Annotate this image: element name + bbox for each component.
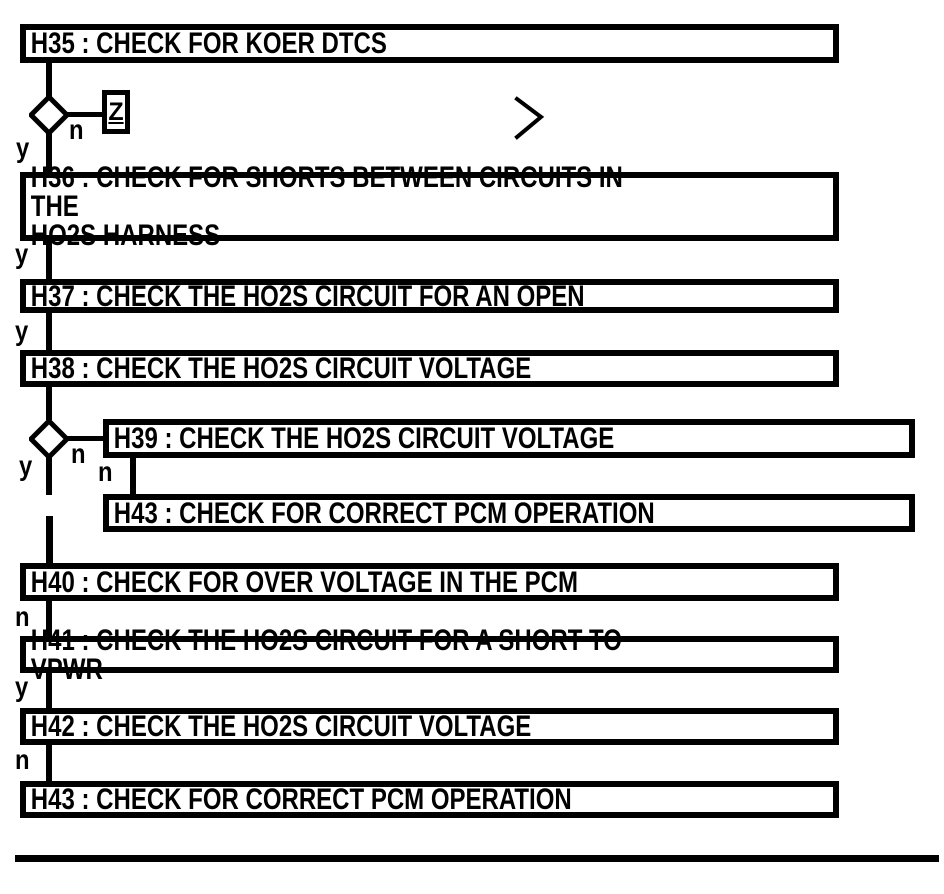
flow-node-label: H39 : CHECK THE HO2S CIRCUIT VOLTAGE [113, 422, 615, 455]
flow-node-label: H35 : CHECK FOR KOER DTCS [30, 27, 387, 60]
connector-line [46, 241, 52, 279]
connector-line [46, 745, 52, 781]
flow-node-h37: H37 : CHECK THE HO2S CIRCUIT FOR AN OPEN [20, 279, 839, 313]
flow-node-label: H43 : CHECK FOR CORRECT PCM OPERATION [113, 496, 655, 530]
branch-label-no: n [71, 438, 86, 469]
flow-node-h38: H38 : CHECK THE HO2S CIRCUIT VOLTAGE [20, 350, 839, 387]
flow-node-label: H36 : CHECK FOR SHORTS BETWEEN CIRCUITS … [30, 161, 623, 252]
connector-line [46, 457, 52, 495]
offpage-connector-label: Z [108, 97, 124, 126]
connector-line [130, 458, 136, 494]
connector-line [46, 673, 52, 708]
flow-node-h43-upper: H43 : CHECK FOR CORRECT PCM OPERATION [103, 494, 915, 532]
flow-node-label: H42 : CHECK THE HO2S CIRCUIT VOLTAGE [30, 710, 532, 743]
branch-label-yes: y [15, 671, 29, 702]
connector-line [46, 387, 52, 420]
offpage-connector-z: Z [102, 90, 130, 134]
branch-label-yes: y [15, 238, 29, 269]
flow-node-h43-lower: H43 : CHECK FOR CORRECT PCM OPERATION [20, 781, 839, 818]
connector-line [46, 132, 52, 172]
branch-label-no: n [69, 114, 84, 145]
flow-node-label: H43 : CHECK FOR CORRECT PCM OPERATION [30, 783, 572, 816]
connector-line [67, 436, 104, 441]
branch-label-yes: y [15, 315, 29, 346]
flow-node-h42: H42 : CHECK THE HO2S CIRCUIT VOLTAGE [20, 708, 839, 745]
flow-node-h41: H41 : CHECK THE HO2S CIRCUIT FOR A SHORT… [20, 625, 839, 684]
continuation-arrow-icon [514, 96, 545, 140]
branch-label-yes: y [19, 450, 33, 481]
flow-node-label: H40 : CHECK FOR OVER VOLTAGE IN THE PCM [30, 565, 578, 599]
connector-line [67, 112, 104, 117]
connector-line [46, 63, 52, 97]
flow-node-label: H38 : CHECK THE HO2S CIRCUIT VOLTAGE [30, 352, 532, 385]
flow-node-h40: H40 : CHECK FOR OVER VOLTAGE IN THE PCM [20, 563, 839, 601]
flow-node-h35: H35 : CHECK FOR KOER DTCS [20, 24, 839, 63]
connector-line [46, 516, 53, 563]
branch-label-yes: y [16, 132, 30, 163]
decision-diamond [29, 95, 69, 135]
connector-line [46, 313, 52, 350]
branch-label-no: n [15, 744, 30, 775]
connector-line [46, 601, 52, 636]
branch-label-no: n [15, 601, 30, 632]
page-bottom-rule [15, 855, 939, 862]
branch-label-no: n [98, 456, 113, 487]
flow-node-label: H37 : CHECK THE HO2S CIRCUIT FOR AN OPEN [30, 279, 585, 313]
decision-diamond [29, 419, 69, 459]
flow-node-label: H41 : CHECK THE HO2S CIRCUIT FOR A SHORT… [30, 623, 622, 686]
flow-node-h39: H39 : CHECK THE HO2S CIRCUIT VOLTAGE [103, 419, 915, 458]
flow-node-h36: H36 : CHECK FOR SHORTS BETWEEN CIRCUITS … [20, 163, 839, 251]
